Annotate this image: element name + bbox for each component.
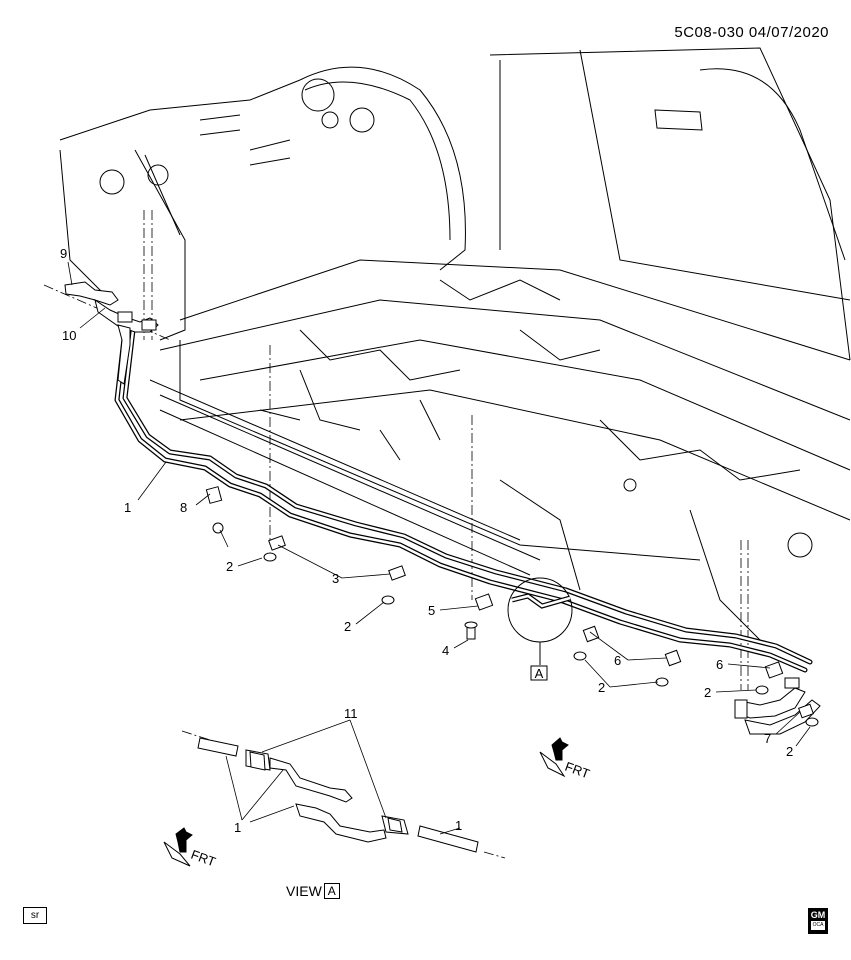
front-arrow-lower <box>163 827 193 867</box>
nut-2a <box>212 522 224 534</box>
callout-7: 7 <box>764 731 771 746</box>
clip-6b <box>664 649 682 667</box>
front-arrow-upper <box>539 737 569 778</box>
view-label-text: VIEW <box>286 883 322 899</box>
nut-2b <box>263 552 277 562</box>
view-a-parts <box>197 737 479 853</box>
callout-labels: 9 10 1 8 2 3 2 5 4 6 2 6 2 7 2 11 1 1 <box>60 246 793 835</box>
clip-6a <box>582 625 600 643</box>
clip-6c <box>764 661 784 679</box>
detail-a-callout <box>507 577 573 681</box>
callout-3: 3 <box>332 571 339 586</box>
nut-2d <box>573 651 587 661</box>
callout-1-view-a-left: 1 <box>234 820 241 835</box>
fuel-line-assembly-inner <box>115 328 807 672</box>
callout-4: 4 <box>442 643 449 658</box>
callout-5: 5 <box>428 603 435 618</box>
callout-leaders <box>67 261 811 835</box>
callout-9: 9 <box>60 246 67 261</box>
clips <box>205 486 814 719</box>
clip-7 <box>798 703 814 719</box>
callout-1-main: 1 <box>124 500 131 515</box>
clip-3a <box>268 535 286 551</box>
gm-logo-text: GM <box>810 910 826 920</box>
fuel-line-second <box>122 327 813 665</box>
callout-11: 11 <box>344 706 358 721</box>
callout-6-a: 6 <box>614 653 621 668</box>
document-id: 5C08-030 04/07/2020 <box>674 24 829 41</box>
clip-5 <box>474 593 494 611</box>
callout-2-d: 2 <box>704 685 711 700</box>
nut-2f <box>755 685 769 695</box>
vehicle-underbody <box>59 47 851 641</box>
view-a-label: VIEW A <box>286 883 340 899</box>
callout-2-b: 2 <box>344 619 351 634</box>
callout-2-a: 2 <box>226 559 233 574</box>
gm-logo: GM OCA <box>808 908 828 934</box>
front-indicator-upper: FRT <box>563 759 592 782</box>
callout-2-c: 2 <box>598 680 605 695</box>
clip-8 <box>205 486 223 504</box>
rear-hoses <box>734 677 821 735</box>
gm-logo-subtext: OCA <box>811 921 825 930</box>
nut-2g <box>805 717 819 727</box>
clip-3b <box>388 565 406 581</box>
detail-a-label: A <box>535 666 544 681</box>
callout-6-b: 6 <box>716 657 723 672</box>
sr-badge: sr <box>23 907 47 924</box>
front-indicator-lower: FRT <box>189 847 218 870</box>
fuel-line-second-inner <box>123 328 812 664</box>
view-label-ref: A <box>323 883 340 899</box>
callout-1-view-a-right: 1 <box>455 818 462 833</box>
nut-2c <box>381 595 395 605</box>
callout-8: 8 <box>180 500 187 515</box>
front-hoses <box>64 281 159 385</box>
callout-10: 10 <box>62 328 76 343</box>
fasteners <box>212 522 819 727</box>
callout-2-e: 2 <box>786 744 793 759</box>
